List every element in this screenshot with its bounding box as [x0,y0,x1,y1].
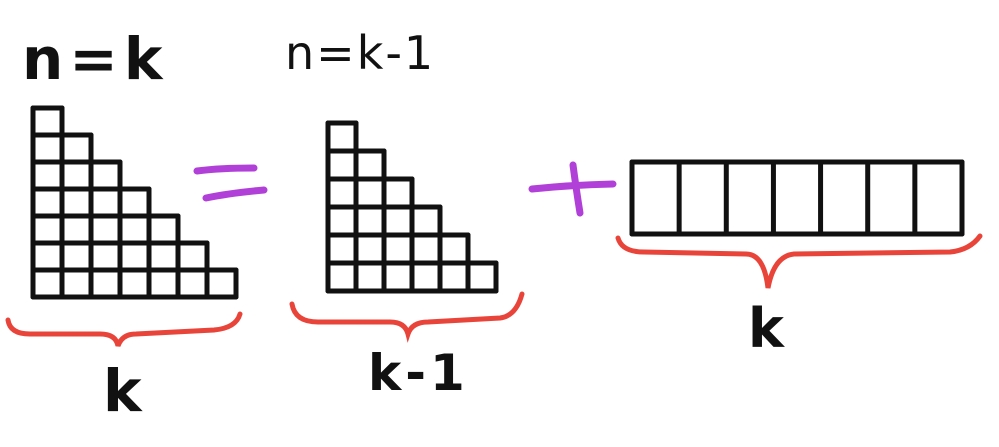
brace-right [615,233,983,289]
plus-sign [528,161,617,217]
brace-middle [289,291,525,343]
label-width-k-minus-1: k-1 [368,344,469,402]
equals-sign [193,164,268,202]
label-width-k-left: k [103,357,142,425]
staircase-k [30,105,239,300]
brace-left [5,311,243,347]
row-of-k-cells [629,159,965,237]
label-width-k-right: k [748,297,784,360]
staircase-k-minus-1 [325,120,499,294]
label-n-equals-k-minus-1: n=k-1 [285,26,436,80]
label-n-equals-k: n=k [22,25,169,93]
